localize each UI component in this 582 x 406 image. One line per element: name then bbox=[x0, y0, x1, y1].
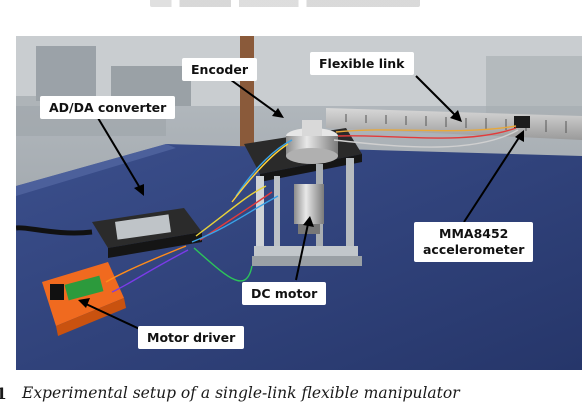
dc-motor-label: DC motor bbox=[242, 282, 327, 305]
accelerometer-label-line1: MMA8452 bbox=[439, 226, 509, 241]
cropped-header bbox=[0, 0, 582, 20]
figure-caption: 1 Experimental setup of a single-link fl… bbox=[0, 382, 582, 406]
figure-number: 1 bbox=[0, 384, 7, 403]
motor-driver-label: Motor driver bbox=[138, 326, 245, 349]
accelerometer-label-line2: accelerometer bbox=[423, 242, 525, 257]
encoder-label: Encoder bbox=[182, 58, 258, 81]
flexible-link-label: Flexible link bbox=[310, 52, 414, 75]
cropped-text-remnant bbox=[150, 0, 420, 7]
photo-illustration bbox=[16, 36, 582, 370]
ad-da-converter-label: AD/DA converter bbox=[40, 96, 176, 119]
figure-caption-text: Experimental setup of a single-link flex… bbox=[22, 384, 460, 402]
experimental-setup-photo: Encoder Flexible link AD/DA converter MM… bbox=[16, 36, 582, 370]
accelerometer-label: MMA8452 accelerometer bbox=[414, 222, 534, 262]
